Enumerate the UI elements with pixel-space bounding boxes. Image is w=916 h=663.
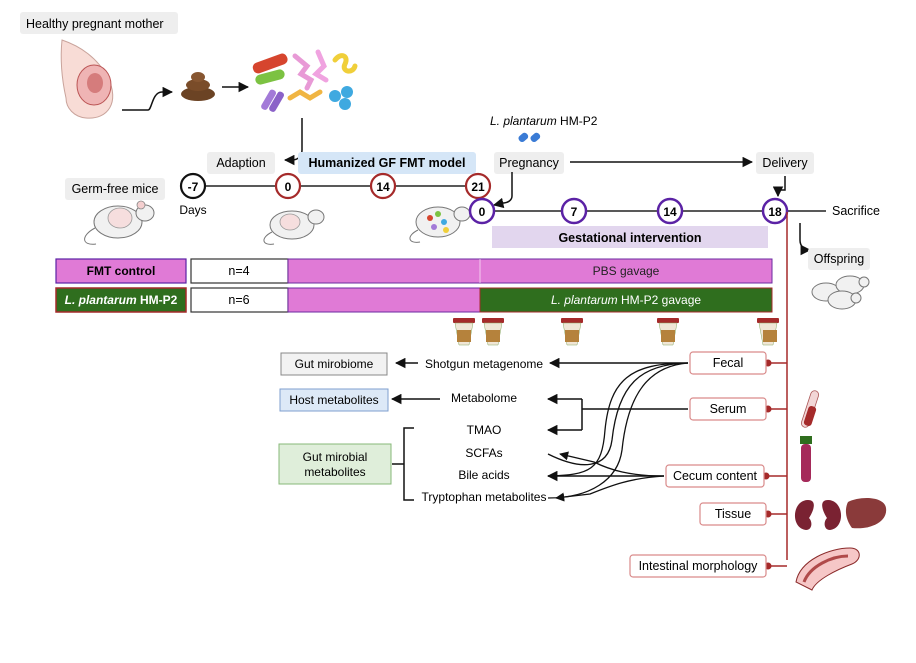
tryptophan-label: Tryptophan metabolites	[422, 490, 547, 504]
group-name: FMT control	[87, 264, 156, 278]
fecal-to-tryptophan-curve	[547, 362, 689, 499]
fecal-box	[689, 351, 767, 375]
cecum-tube-icon	[800, 436, 812, 482]
timeline-1-node-21: 21	[464, 172, 492, 200]
offspring-label-bg	[808, 248, 870, 270]
tissue-label: Tissue	[715, 507, 751, 521]
pregnant-mouse-icon	[409, 206, 471, 243]
model-label-bg	[298, 152, 476, 174]
probiotic-bacteria-icon	[518, 132, 541, 143]
colonized-mouse-icon	[263, 209, 325, 245]
shotgun-label: Shotgun metagenome	[425, 357, 543, 371]
group-row-hm-p2: L. plantarum HM-P2 n=6 L. plantarum HM-P…	[55, 287, 773, 313]
gut-metabolites-label-1: Gut mirobial	[303, 450, 368, 464]
morphology-label: Intestinal morphology	[639, 559, 759, 573]
probiotic-label: L. plantarum HM-P2	[490, 114, 598, 128]
timeline-1-node-m7: -7	[179, 172, 207, 200]
days-label: Days	[179, 203, 206, 217]
microbiome-box	[280, 352, 388, 376]
svg-text:18: 18	[768, 205, 782, 219]
kidney-liver-icon	[794, 498, 887, 530]
blood-tube-icon	[800, 390, 820, 428]
group-gavage: L. plantarum HM-P2 gavage	[551, 293, 701, 307]
svg-text:21: 21	[471, 180, 485, 194]
svg-text:7: 7	[571, 205, 578, 219]
timeline-2-node-18: 18	[761, 197, 789, 225]
sample-tube-icon	[757, 318, 779, 346]
delivery-down-line	[778, 176, 786, 191]
timeline-2-node-0: 0	[468, 197, 496, 225]
germ-free-label: Germ-free mice	[72, 182, 159, 196]
gut-metabolites-label-2: metabolites	[304, 465, 365, 479]
offspring-mice-icon	[811, 275, 870, 310]
svg-text:14: 14	[376, 180, 390, 194]
host-metabolites-label: Host metabolites	[289, 393, 378, 407]
delivery-label-bg	[756, 152, 814, 174]
sample-tube-icon	[482, 318, 504, 346]
fecal-label: Fecal	[713, 356, 744, 370]
offspring-arrow	[799, 223, 812, 256]
cecum-box	[665, 464, 765, 488]
bacteria-cluster-icon	[252, 49, 358, 112]
gestational-label: Gestational intervention	[558, 231, 701, 245]
microbiome-label: Gut mirobiome	[295, 357, 374, 371]
group-name: L. plantarum HM-P2	[65, 293, 178, 307]
scfas-label: SCFAs	[465, 446, 502, 460]
healthy-mother-label-bg	[20, 12, 178, 34]
sample-branch-lines	[766, 362, 787, 567]
svg-text:0: 0	[285, 180, 292, 194]
germ-free-label-bg	[65, 178, 165, 200]
sample-tube-icon	[453, 318, 475, 346]
delivery-label: Delivery	[762, 156, 808, 170]
gut-metabolites-box	[278, 443, 392, 485]
svg-text:-7: -7	[188, 180, 199, 194]
arrow-mother-to-stool	[122, 86, 174, 111]
pregnant-mother-icon	[60, 39, 114, 119]
germ-free-mouse-icon	[84, 200, 155, 245]
svg-text:0: 0	[479, 205, 486, 219]
adaption-label: Adaption	[216, 156, 265, 170]
stool-icon	[181, 72, 215, 101]
gestational-bar	[492, 226, 768, 248]
model-label: Humanized GF FMT model	[309, 156, 466, 170]
timeline-2-node-7: 7	[560, 197, 588, 225]
group-gavage: PBS gavage	[593, 264, 660, 278]
sample-tube-icon	[561, 318, 583, 346]
offspring-label: Offspring	[814, 252, 865, 266]
cecum-to-scfas-arrow	[559, 451, 665, 477]
pregnancy-label-bg	[494, 152, 564, 174]
pregnancy-arrow-to-day0	[492, 172, 513, 209]
healthy-mother-label: Healthy pregnant mother	[26, 17, 164, 31]
group-n: n=6	[228, 293, 249, 307]
gut-metabolite-bracket	[403, 427, 414, 501]
serum-box	[689, 397, 767, 421]
sample-tube-icon	[657, 318, 679, 346]
pregnancy-label: Pregnancy	[499, 156, 560, 170]
host-metabolites-box	[279, 388, 389, 412]
adaption-label-bg	[207, 152, 275, 174]
sacrifice-label: Sacrifice	[832, 204, 880, 218]
timeline-2-node-14: 14	[656, 197, 684, 225]
cecum-to-tryptophan-arrow	[555, 475, 665, 502]
serum-label: Serum	[710, 402, 747, 416]
group-n: n=4	[228, 264, 249, 278]
intestine-icon	[795, 547, 860, 591]
group-row-fmt-control: FMT control n=4 PBS gavage	[55, 258, 773, 284]
fecal-to-scfas-curve	[547, 362, 689, 466]
svg-text:14: 14	[663, 205, 677, 219]
morphology-box	[629, 554, 767, 578]
timeline-1-node-14: 14	[369, 172, 397, 200]
bile-label: Bile acids	[458, 468, 509, 482]
fecal-to-bile-curve	[547, 362, 689, 477]
metabolome-label: Metabolome	[451, 391, 517, 405]
tissue-box	[699, 502, 767, 526]
cecum-label: Cecum content	[673, 469, 758, 483]
timeline-1-node-0: 0	[274, 172, 302, 200]
tmao-label: TMAO	[467, 423, 502, 437]
